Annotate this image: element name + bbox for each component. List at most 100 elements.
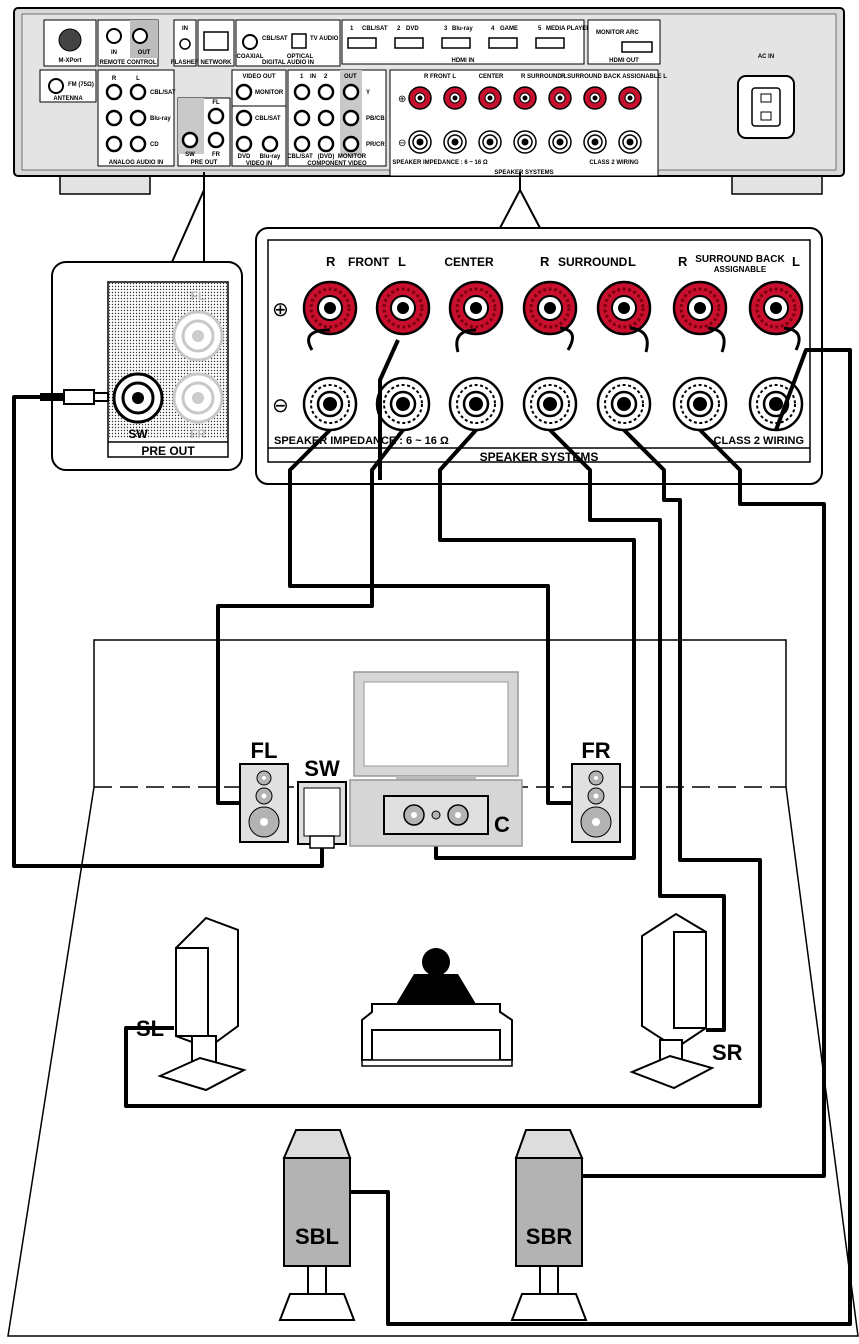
coaxial-jack	[242, 34, 258, 50]
wire-sback-l	[350, 348, 852, 1326]
fl-woofer-cap	[260, 818, 268, 826]
hdmi-out-label: HDMI OUT	[609, 58, 639, 64]
speaker-small-impedance: SPEAKER IMPEDANCE : 6 ~ 16 Ω	[392, 160, 488, 166]
terminal-front-l-positive	[375, 280, 431, 336]
digital-audio-in-label: DIGITAL AUDIO IN	[262, 60, 314, 66]
mxport-connector	[58, 28, 82, 52]
optical-source-label: TV AUDIO	[310, 36, 339, 42]
comp-in-label: IN	[310, 74, 316, 80]
analog-jack	[105, 135, 123, 153]
component-jack	[293, 83, 311, 101]
speaker-small-front: R FRONT L	[424, 74, 456, 80]
preout-zoom-fr-label: FR	[190, 427, 206, 441]
speaker-leader-left	[499, 172, 521, 229]
preout-small-sw-jack	[181, 131, 199, 149]
tv-set	[349, 671, 523, 847]
component-jack	[342, 135, 360, 153]
sr-stand-base	[629, 1054, 715, 1090]
speaker-wires	[12, 339, 852, 1326]
analog-jack	[129, 83, 147, 101]
terminal-sback-l-positive	[748, 280, 804, 336]
comp-monitor-label: MONITOR	[338, 154, 367, 160]
video-monitor-label: MONITOR	[255, 90, 284, 96]
remote-control-label: REMOTE CONTROL	[100, 60, 157, 66]
preout-zoom-fl-label: FL	[191, 289, 206, 303]
sw-grille	[303, 787, 341, 837]
fl-mid-cap	[261, 793, 267, 799]
video-monitor-jack	[235, 83, 253, 101]
speaker-zoom-red-terminals	[302, 280, 804, 336]
sbl-cabinet	[283, 1157, 351, 1267]
terminal-white-dot	[521, 138, 529, 146]
terminal-center-negative	[448, 376, 504, 432]
hdmi-label-game: GAME	[500, 26, 518, 32]
zoom-leaders	[171, 172, 541, 263]
preout-zoom-sw-pin	[132, 392, 144, 404]
mxport-label: M-XPort	[59, 58, 82, 64]
wire-center	[434, 428, 636, 860]
comp-y-label: Y	[366, 90, 370, 96]
video-dvd-jack	[235, 135, 253, 153]
preout-zoom-title: PRE OUT	[141, 444, 195, 458]
sbr-cabinet	[515, 1157, 583, 1267]
terminal-sback-r-negative	[672, 376, 728, 432]
terminal-white-dot	[626, 138, 634, 146]
listener-body	[396, 974, 476, 1004]
fr-tweeter-cap	[594, 776, 598, 780]
video-bluray-label: Blu-ray	[260, 154, 281, 160]
sz-title: SPEAKER SYSTEMS	[480, 450, 599, 464]
speaker-leader-right	[519, 189, 541, 229]
terminal-red-dot	[417, 95, 423, 101]
sz-class2: CLASS 2 WIRING	[714, 435, 804, 447]
wire-front-l-pos	[378, 339, 400, 480]
sz-surround: SURROUND	[558, 255, 628, 269]
fl-label: FL	[251, 738, 278, 763]
receiver-rear-panel: M-XPort IN OUT REMOTE CONTROL IN FLASHER…	[13, 7, 845, 195]
analog-r-label: R	[112, 76, 117, 82]
analog-jack	[105, 83, 123, 101]
speaker-small-plus-icon: ⊕	[398, 94, 406, 105]
center-woofer-left-cap	[411, 812, 417, 818]
center-woofer-right-cap	[455, 812, 461, 818]
fm-label: FM (75Ω)	[68, 82, 94, 88]
wire-surround-l	[124, 428, 762, 1108]
rca-plug-body	[63, 389, 95, 405]
speaker-small-minus-icon: ⊖	[398, 138, 406, 149]
analog-cd-label: CD	[150, 142, 159, 148]
listener-sofa	[361, 948, 513, 1067]
monitor-arc-label: MONITOR ARC	[596, 30, 639, 36]
sz-sback: SURROUND BACK	[695, 254, 785, 265]
component-jacks	[293, 83, 360, 153]
rca-plug-boot	[40, 393, 64, 401]
hdmi-port-5	[535, 37, 565, 49]
sz-center: CENTER	[444, 255, 494, 269]
comp-2-label: 2	[324, 74, 328, 80]
ir-flasher-label: FLASHER	[171, 60, 200, 66]
link-surround-l	[629, 326, 649, 353]
component-jack	[342, 109, 360, 127]
component-jack	[293, 135, 311, 153]
sw-label: SW	[304, 756, 340, 781]
sl-stand-base	[157, 1056, 247, 1092]
remote-in-jack	[106, 28, 122, 44]
sz-l-surround: L	[628, 254, 636, 269]
wire-front-r	[288, 428, 572, 805]
terminal-white-dot	[556, 138, 564, 146]
component-jack	[317, 135, 335, 153]
speaker-small-white-terminals	[408, 130, 642, 154]
sbl-top	[282, 1129, 352, 1159]
preout-small-fr-jack	[207, 131, 225, 149]
sbl-label: SBL	[295, 1224, 339, 1249]
rca-plug-tip	[93, 392, 109, 402]
preout-zoom: FL SW FR PRE OUT	[40, 261, 243, 471]
terminal-surround-r-positive	[522, 280, 578, 336]
coaxial-source-label: CBL/SAT	[262, 36, 288, 42]
link-front-r	[307, 328, 331, 351]
sz-impedance: SPEAKER IMPEDANCE : 6 ~ 16 Ω	[274, 435, 449, 447]
speaker-small-sback: R SURROUND BACK ASSIGNABLE L	[561, 74, 667, 80]
terminal-red-dot	[452, 95, 458, 101]
preout-zoom-fl-pin	[192, 330, 204, 342]
speaker-small-surround: R SURROUND L	[521, 74, 567, 80]
hdmi-in-label: HDMI IN	[452, 58, 475, 64]
